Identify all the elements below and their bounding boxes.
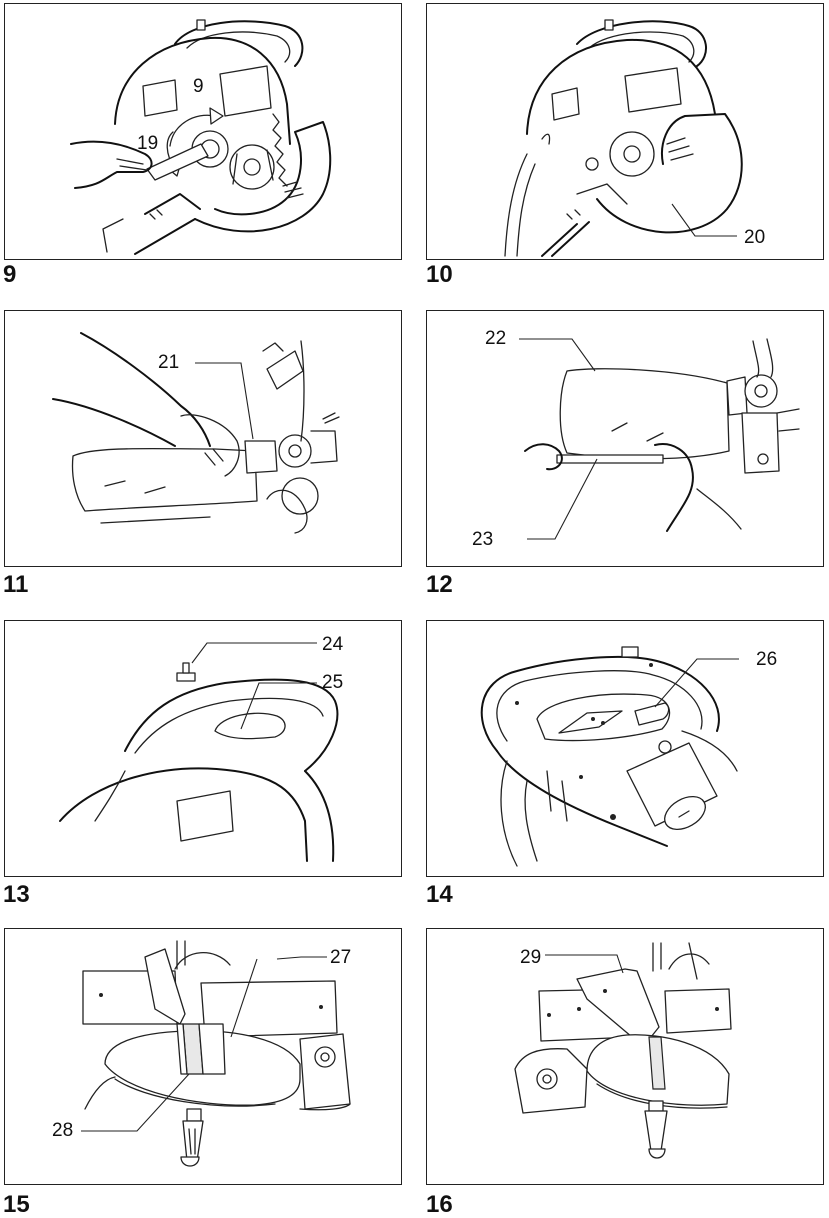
figure-11-panel [4, 310, 402, 567]
figure-number-15: 15 [3, 1193, 30, 1217]
callout-24: 24 [322, 635, 343, 654]
figure-10-illustration [427, 4, 824, 260]
figure-16-panel [426, 928, 824, 1185]
callout-19: 19 [137, 134, 158, 153]
figure-11-illustration [5, 311, 402, 567]
figure-10-panel [426, 3, 824, 260]
callout-28: 28 [52, 1121, 73, 1140]
figure-13-illustration [5, 621, 402, 877]
figure-number-9: 9 [3, 263, 16, 287]
callout-9: 9 [193, 77, 204, 96]
callout-21: 21 [158, 353, 179, 372]
callout-22: 22 [485, 329, 506, 348]
figure-number-14: 14 [426, 883, 453, 907]
figure-16-illustration [427, 929, 824, 1185]
callout-25: 25 [322, 673, 343, 692]
callout-23: 23 [472, 530, 493, 549]
figure-13-panel [4, 620, 402, 877]
figure-9-panel [4, 3, 402, 260]
callout-27: 27 [330, 948, 351, 967]
callout-26: 26 [756, 650, 777, 669]
callout-20: 20 [744, 228, 765, 247]
figure-number-13: 13 [3, 883, 30, 907]
figure-number-16: 16 [426, 1193, 453, 1217]
callout-29: 29 [520, 948, 541, 967]
figure-number-11: 11 [3, 573, 28, 597]
figure-number-12: 12 [426, 573, 453, 597]
figure-9-illustration [5, 4, 402, 260]
figure-number-10: 10 [426, 263, 453, 287]
